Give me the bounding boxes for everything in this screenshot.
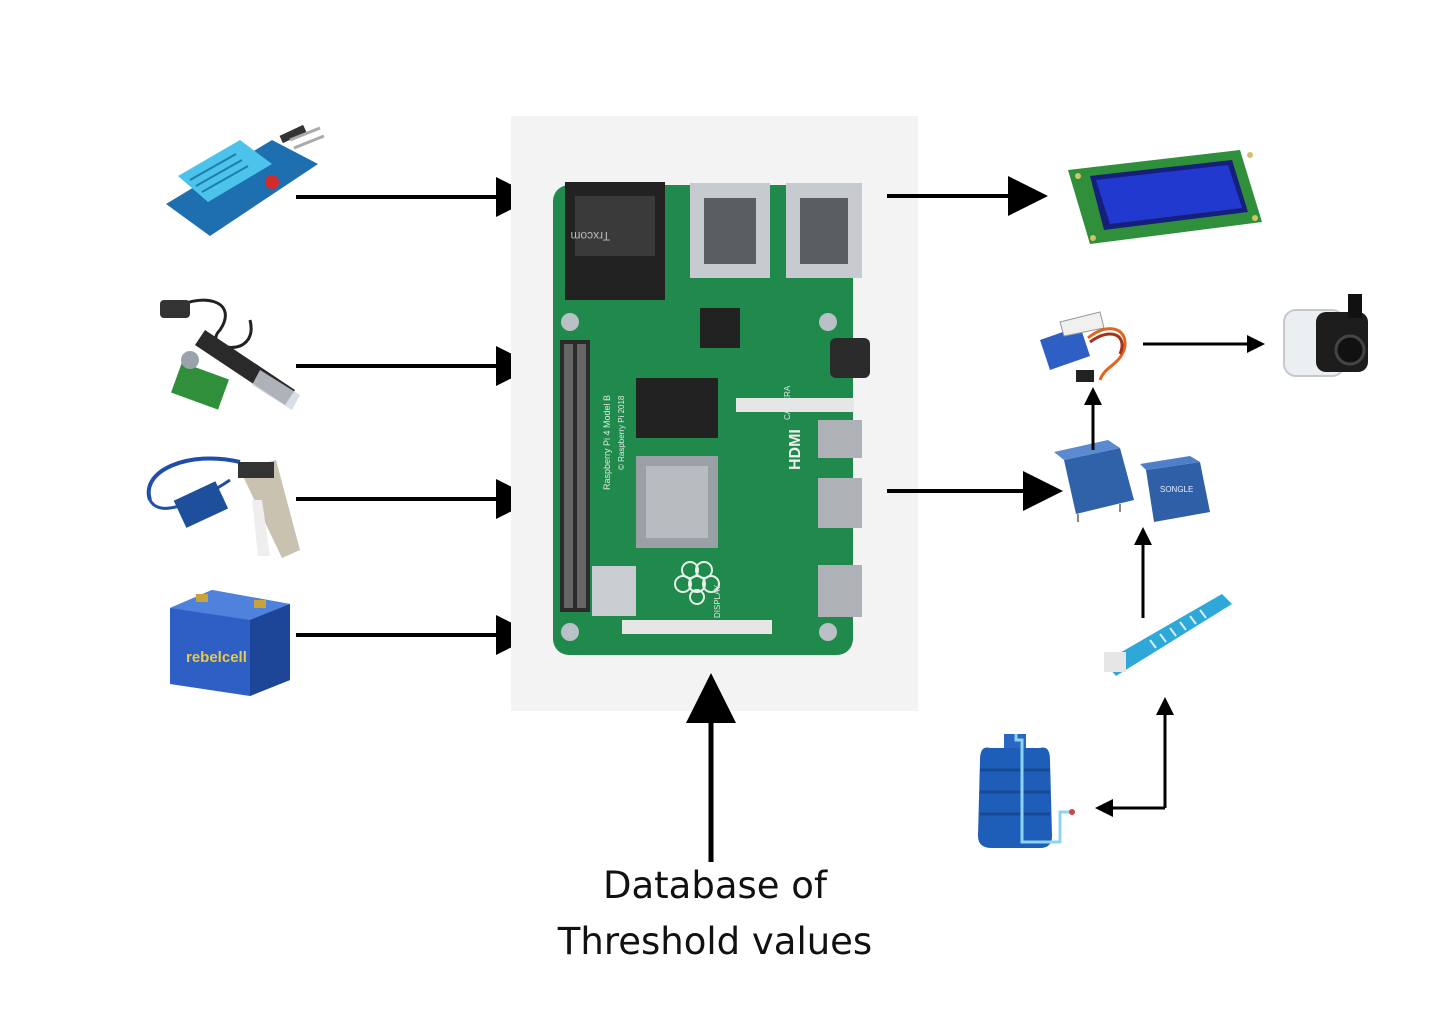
svg-text:DISPLAY: DISPLAY	[713, 584, 722, 618]
dht-sensor-icon	[166, 124, 325, 236]
lcd-display-icon	[1068, 150, 1262, 244]
usb-c-port	[818, 565, 862, 617]
caption-line-1: Database of	[603, 864, 827, 907]
ph-probe-icon	[160, 298, 300, 410]
battery-icon: rebelcell	[170, 590, 290, 696]
caption-line-2: Threshold values	[557, 920, 873, 963]
raspberry-pi-board: Trxcom Ra	[511, 116, 918, 711]
camera-connector	[736, 398, 854, 412]
raspberry-logo-icon	[674, 561, 720, 605]
audio-jack	[830, 338, 870, 378]
water-level-sensor-icon	[1104, 594, 1232, 676]
svg-text:CAMERA: CAMERA	[783, 385, 792, 420]
battery-brand-label: rebelcell	[186, 649, 247, 666]
sensor-arrows	[296, 177, 536, 655]
micro-hdmi-1	[818, 478, 862, 528]
display-connector	[622, 620, 772, 634]
svg-text:HDMI: HDMI	[787, 429, 804, 470]
servo-motor-icon	[1040, 311, 1127, 382]
svg-text:Trxcom: Trxcom	[570, 229, 610, 243]
ram-chip	[636, 378, 718, 438]
micro-hdmi-0	[818, 420, 862, 458]
database-caption: Database of Threshold values	[500, 858, 930, 970]
soil-moisture-sensor-icon	[146, 456, 300, 558]
svg-text:SONGLE: SONGLE	[1160, 485, 1193, 494]
svg-text:Raspberry Pi 4 Model B: Raspberry Pi 4 Model B	[602, 395, 612, 490]
gpio-header	[560, 340, 590, 612]
relay-module-icon: SONGLE	[1054, 440, 1210, 522]
water-pump-icon	[1283, 294, 1368, 377]
water-tank-icon	[978, 734, 1075, 848]
svg-text:© Raspberry Pi 2018: © Raspberry Pi 2018	[617, 395, 626, 470]
